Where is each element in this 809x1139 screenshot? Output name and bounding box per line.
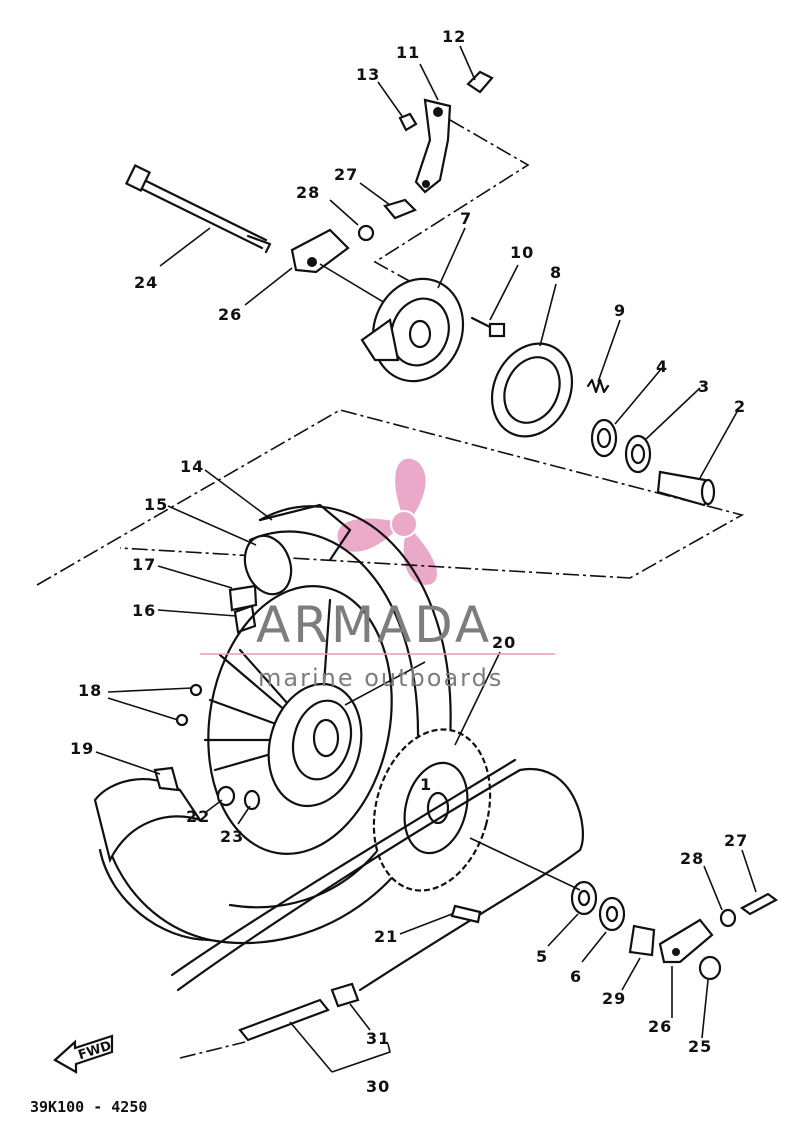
callout-8: 8: [550, 263, 562, 282]
callout-15: 15: [144, 495, 168, 514]
callout-27-bottom: 27: [724, 831, 748, 850]
callout-6: 6: [570, 967, 582, 986]
callout-20: 20: [492, 633, 516, 652]
wheel-hub: [267, 682, 363, 808]
callout-12: 12: [442, 27, 466, 46]
propeller-logo-icon: [337, 458, 437, 585]
callout-27-top: 27: [334, 165, 358, 184]
brake-cam: [470, 316, 506, 338]
brake-shoes: [490, 342, 574, 438]
brake-arm: [357, 70, 494, 242]
callout-labels: 1 2 3 4 5 6 7 8 9 10 11 12 13 14 15 16 1…: [70, 27, 748, 1096]
callout-31: 31: [366, 1029, 390, 1048]
rim-band: [228, 584, 258, 612]
inner-tube: [243, 534, 293, 596]
callout-29: 29: [602, 989, 626, 1008]
callout-26-top: 26: [218, 305, 242, 324]
callout-7: 7: [460, 209, 472, 228]
callout-9: 9: [614, 301, 626, 320]
callout-18: 18: [78, 681, 102, 700]
bearing-seal-collar: [590, 418, 716, 507]
callout-25: 25: [688, 1037, 712, 1056]
chain-adjuster-top: [290, 228, 391, 307]
callout-28-top: 28: [296, 183, 320, 202]
callout-23: 23: [220, 827, 244, 846]
callout-5: 5: [536, 947, 548, 966]
callout-30: 30: [366, 1077, 390, 1096]
callout-2: 2: [734, 397, 746, 416]
callout-10: 10: [510, 243, 534, 262]
brake-plate: [360, 277, 465, 383]
sprocket-bolt: [450, 904, 482, 924]
spring: [586, 378, 610, 394]
callout-14: 14: [180, 457, 204, 476]
callout-26-bottom: 26: [648, 1017, 672, 1036]
callout-19: 19: [70, 739, 94, 758]
right-side-parts: [469, 837, 779, 981]
callout-4: 4: [656, 357, 668, 376]
rim-lock: [233, 604, 257, 634]
callout-24: 24: [134, 273, 158, 292]
watermark-brand: ARMADA: [256, 596, 492, 654]
callout-3: 3: [698, 377, 710, 396]
fwd-arrow-icon: FWD: [53, 1034, 114, 1074]
valve: [153, 766, 180, 792]
callout-28-bottom: 28: [680, 849, 704, 868]
callout-11: 11: [396, 43, 420, 62]
callout-16: 16: [132, 601, 156, 620]
drive-chain: [170, 758, 584, 1042]
part-code: 39K100 - 4250: [30, 1098, 147, 1116]
fwd-label: FWD: [76, 1038, 113, 1063]
callout-21: 21: [374, 927, 398, 946]
callout-17: 17: [132, 555, 156, 574]
callout-13: 13: [356, 65, 380, 84]
watermark-tagline: marine outboards: [258, 664, 503, 692]
callout-1: 1: [420, 775, 432, 794]
callout-22: 22: [186, 807, 210, 826]
axle: [124, 164, 272, 254]
leader-lines: [95, 45, 757, 1073]
